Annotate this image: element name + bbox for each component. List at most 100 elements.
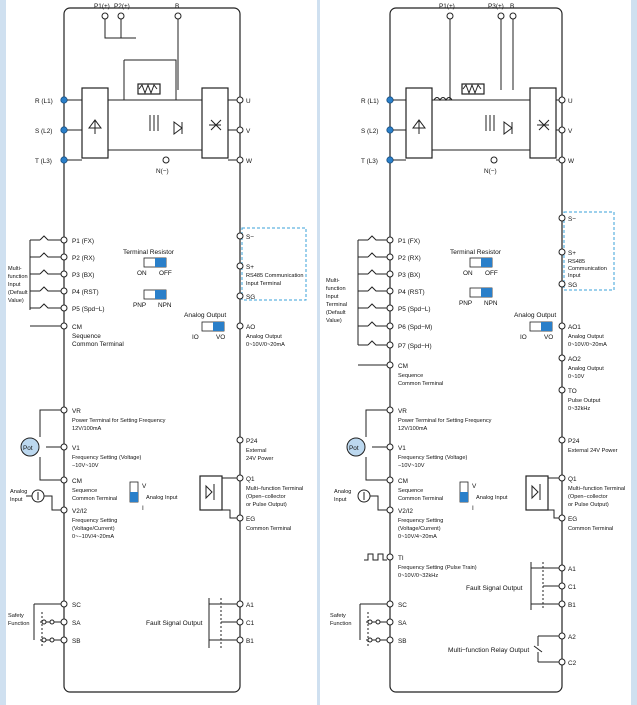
r-q1-desc-2: (Open−collector (568, 494, 608, 500)
r-ti-desc-1: Frequency Setting (Pulse Train) (398, 565, 477, 571)
top-p2-label: P2(+) (114, 3, 130, 10)
r-vr-terminal (386, 406, 394, 414)
r-s-plus-terminal (558, 248, 566, 256)
r-sg-label: SG (568, 282, 577, 289)
v1-desc-2: −10V~10V (72, 463, 99, 469)
q1-terminal (236, 474, 244, 482)
left-wiring-panel: P1(+) P2(+) B N(−) R (L1) S (L2) T (L3) … (6, 0, 317, 705)
dip-switches: Terminal Resistor ON OFF PNP NPN Analog … (123, 249, 226, 341)
top-bus-wires (104, 19, 179, 90)
sa-label: SA (72, 620, 81, 627)
r-cm2-desc-1: Sequence (398, 488, 423, 494)
right-wiring-svg: P1(+) P3(+) B N(−) R (L1) S (L2) T (L3) … (326, 3, 625, 693)
power-out-wires (228, 99, 237, 161)
r-resistor-zigzag (462, 83, 482, 95)
r-cm1-desc-2: Common Terminal (398, 381, 443, 387)
r-pot-circle (346, 437, 366, 457)
r-npn-label: NPN (484, 300, 498, 307)
r-q1-terminal (558, 474, 566, 482)
r-p3-terminal (386, 270, 394, 278)
r-analog-output-knob (541, 322, 552, 331)
ao-desc-2: 0~10V/0~20mA (246, 342, 285, 348)
v1-terminal (60, 443, 68, 451)
p24-terminal (236, 436, 244, 444)
cm2-label: CM (72, 478, 82, 485)
mf-common-wire (29, 239, 64, 327)
r-capacitor-symbol (485, 115, 495, 131)
q1-desc-3: or Pulse Output) (246, 502, 287, 508)
r-to-desc-2: 0~32kHz (568, 406, 590, 412)
r-analog-source-wires (363, 492, 387, 511)
rs485-terminals: S− S+ RS485 Communication Input Terminal… (236, 227, 307, 301)
analog-source-wires (26, 492, 61, 511)
r-vr-desc-2: 12V/100mA (398, 426, 427, 432)
p5-switch (39, 303, 61, 309)
p3-label: P3 (BX) (72, 272, 94, 279)
a1-label: A1 (246, 602, 254, 609)
r-ao2-terminal (558, 354, 566, 362)
r-ao2-desc-1: Analog Output (568, 366, 604, 372)
analog-input-label: Analog Input (146, 495, 178, 501)
p5-terminal (60, 304, 68, 312)
pulse-train-icon (364, 553, 387, 561)
inverter-block (201, 87, 229, 159)
r-digital-outputs: P24 External 24V Power Q1 Multi−function… (525, 436, 625, 532)
r-analog-input-side-2: Input (334, 497, 347, 503)
ao-desc-1: Analog Output (246, 334, 282, 340)
b1-terminal (236, 636, 244, 644)
terminal-resistor-label: Terminal Resistor (123, 249, 175, 256)
r-rs485-terminals: S− S+ RS485 Communication Input SG (558, 211, 615, 291)
r-pot-wires (365, 409, 387, 481)
r-eg-desc: Common Terminal (568, 526, 613, 532)
r-cm2-label: CM (398, 478, 408, 485)
digital-outputs: P24 External 24V Power Q1 Multi−function… (199, 436, 303, 532)
p1-terminal (60, 236, 68, 244)
r-p7-label: P7 (Spd−H) (398, 343, 432, 350)
r-analog-input-side-1: Analog (334, 489, 351, 495)
p4-label: P4 (RST) (72, 289, 99, 296)
r-analog-output-label: Analog Output (514, 312, 556, 319)
v2i2-desc-2: (Voltage/Current) (72, 526, 115, 532)
r-igbt-symbol (537, 119, 550, 131)
r-brake-transistor (503, 121, 513, 135)
r-p1-label: P1 (FX) (398, 238, 420, 245)
pot-wires (39, 409, 61, 481)
r-analog-outputs: AO1 Analog Output 0~10V/0~20mA AO2 Analo… (558, 322, 607, 412)
r-cm2-desc-2: Common Terminal (398, 496, 443, 502)
r-c2-label: C2 (568, 660, 577, 667)
eg-terminal (236, 514, 244, 522)
r-p24-terminal (558, 436, 566, 444)
terminal-resistor-knob (155, 258, 166, 267)
r-p4-switch (367, 286, 387, 292)
r-fault-relay-wires (530, 562, 559, 610)
r-relay-wires (533, 635, 559, 663)
resistor-zigzag (138, 83, 158, 95)
r-pnp-npn-knob (481, 288, 492, 297)
r-terminal-resistor-knob (481, 258, 492, 267)
on-label: ON (137, 270, 147, 277)
r-c2-terminal (558, 658, 566, 666)
r-r-label: R (L1) (361, 98, 379, 105)
n-label: N(−) (156, 168, 169, 175)
r-p5-switch (367, 303, 387, 309)
r-inverter-block (529, 87, 557, 159)
r-cm1-terminal (386, 361, 394, 369)
p2-terminal (60, 253, 68, 261)
t-label: T (L3) (35, 158, 52, 165)
r-on-label: ON (463, 270, 473, 277)
mf-label-5: Value) (8, 298, 24, 304)
r-top-b-label: B (510, 3, 514, 10)
r-ao1-terminal (558, 322, 566, 330)
r-a1-label: A1 (568, 566, 576, 573)
r-power-output-terminals: U V W (556, 96, 575, 165)
sb-contact-b (49, 637, 55, 643)
r-t-label: T (L3) (361, 158, 378, 165)
pnp-npn-knob (155, 290, 166, 299)
r-p7-terminal (386, 341, 394, 349)
q1-desc-2: (Open−collector (246, 494, 286, 500)
r-eg-terminal (558, 514, 566, 522)
p1-switch (39, 235, 61, 241)
safety-label-1: Safety (8, 613, 24, 619)
r-p24-label: P24 (568, 438, 580, 445)
p2-switch (39, 252, 61, 258)
